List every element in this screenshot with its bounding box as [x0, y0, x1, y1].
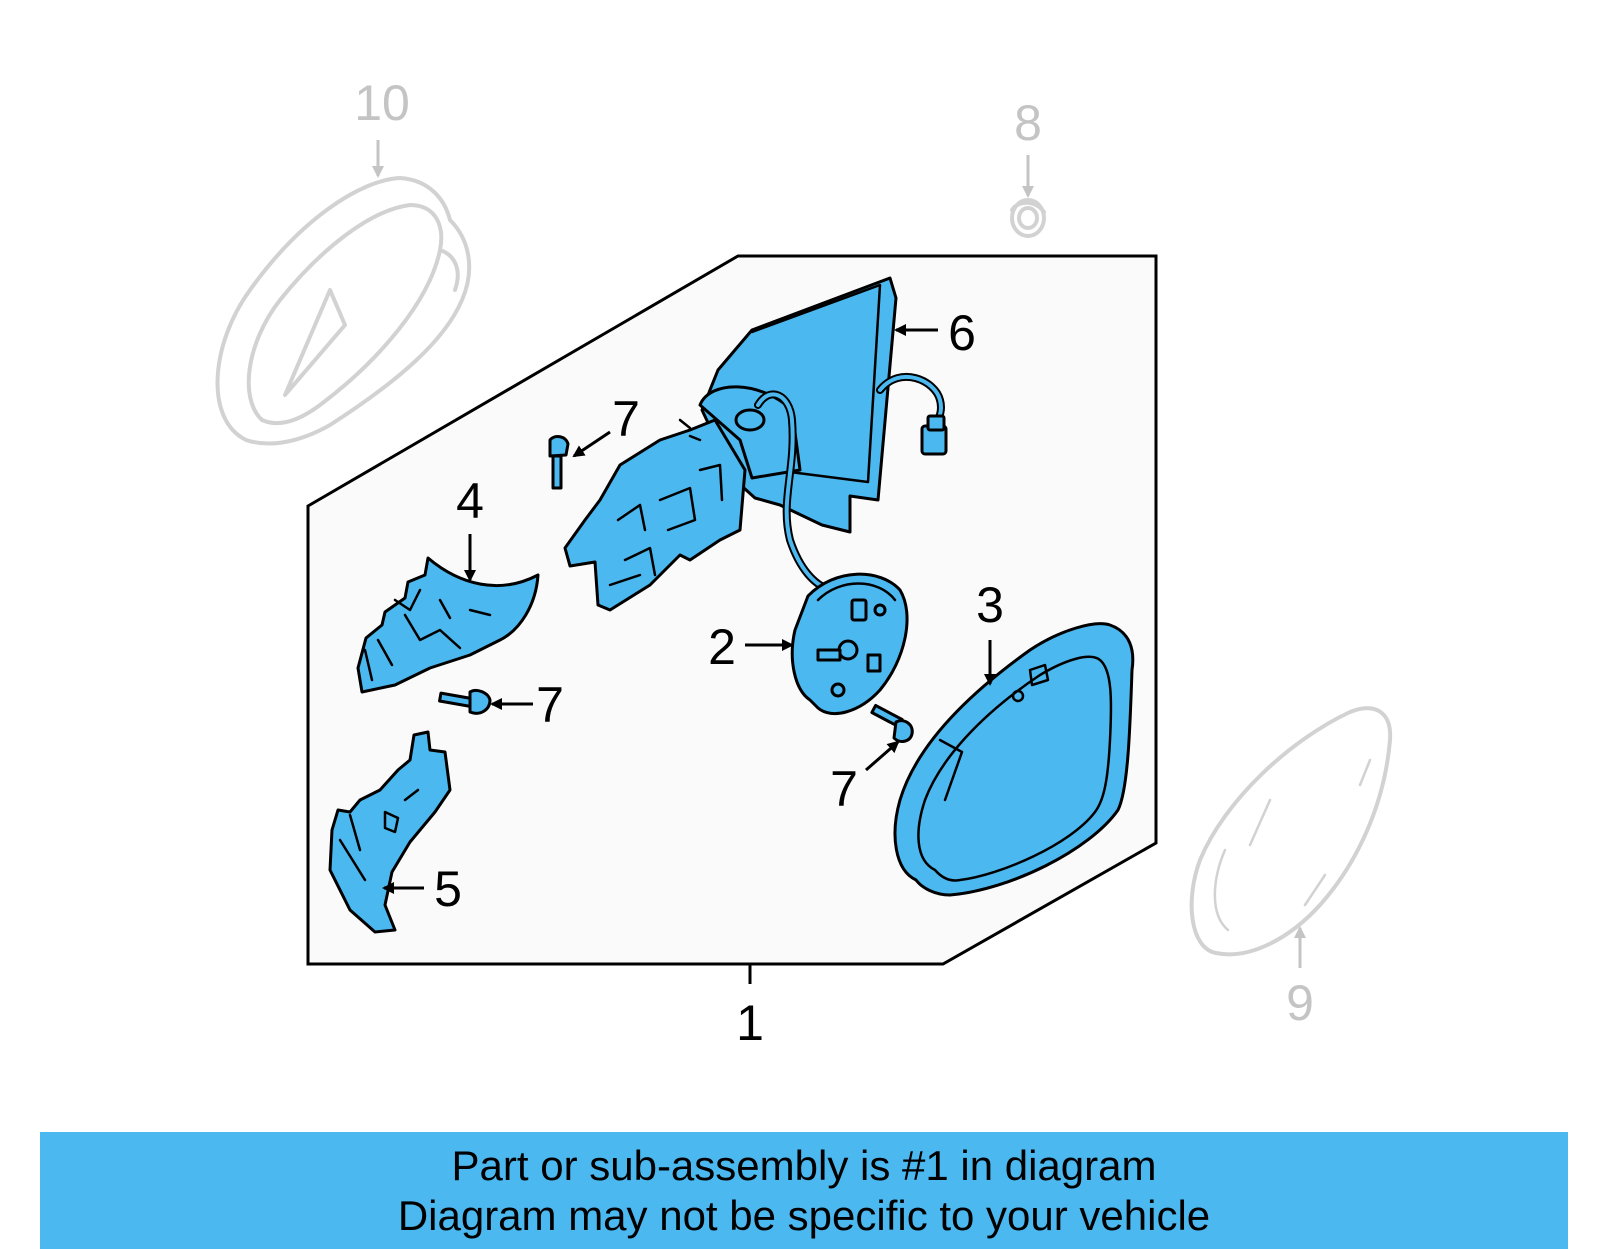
- callout-7a: 7: [612, 391, 640, 447]
- part-2-actuator: [790, 572, 909, 716]
- part-7-screw-a: [548, 435, 570, 490]
- part-4-upper-trim: [356, 556, 540, 694]
- callout-2: 2: [708, 619, 736, 675]
- callout-7b: 7: [536, 677, 564, 733]
- part-7-screw-b: [438, 688, 492, 715]
- part-8-clip: [1010, 198, 1046, 238]
- callout-8: 8: [1014, 95, 1042, 151]
- callout-10: 10: [354, 75, 410, 131]
- banner-line-2: Diagram may not be specific to your vehi…: [397, 1191, 1211, 1239]
- part-5-lower-trim: [328, 730, 452, 934]
- part-9-mirror-glass: [1189, 706, 1393, 957]
- part-7-screw-c: [870, 703, 914, 743]
- part-10-mirror-cover: [215, 176, 472, 446]
- callout-6: 6: [948, 305, 976, 361]
- callout-3: 3: [976, 577, 1004, 633]
- part-6-mirror-base: [563, 276, 948, 612]
- callout-5: 5: [434, 861, 462, 917]
- banner-line-1: Part or sub-assembly is #1 in diagram: [451, 1141, 1157, 1189]
- callout-1: 1: [736, 995, 764, 1051]
- part-3-mirror-glass: [893, 622, 1135, 897]
- callout-4: 4: [456, 473, 484, 529]
- callout-7c: 7: [830, 761, 858, 817]
- callout-9: 9: [1286, 975, 1314, 1031]
- info-banner: Part or sub-assembly is #1 in diagram Di…: [40, 1132, 1568, 1249]
